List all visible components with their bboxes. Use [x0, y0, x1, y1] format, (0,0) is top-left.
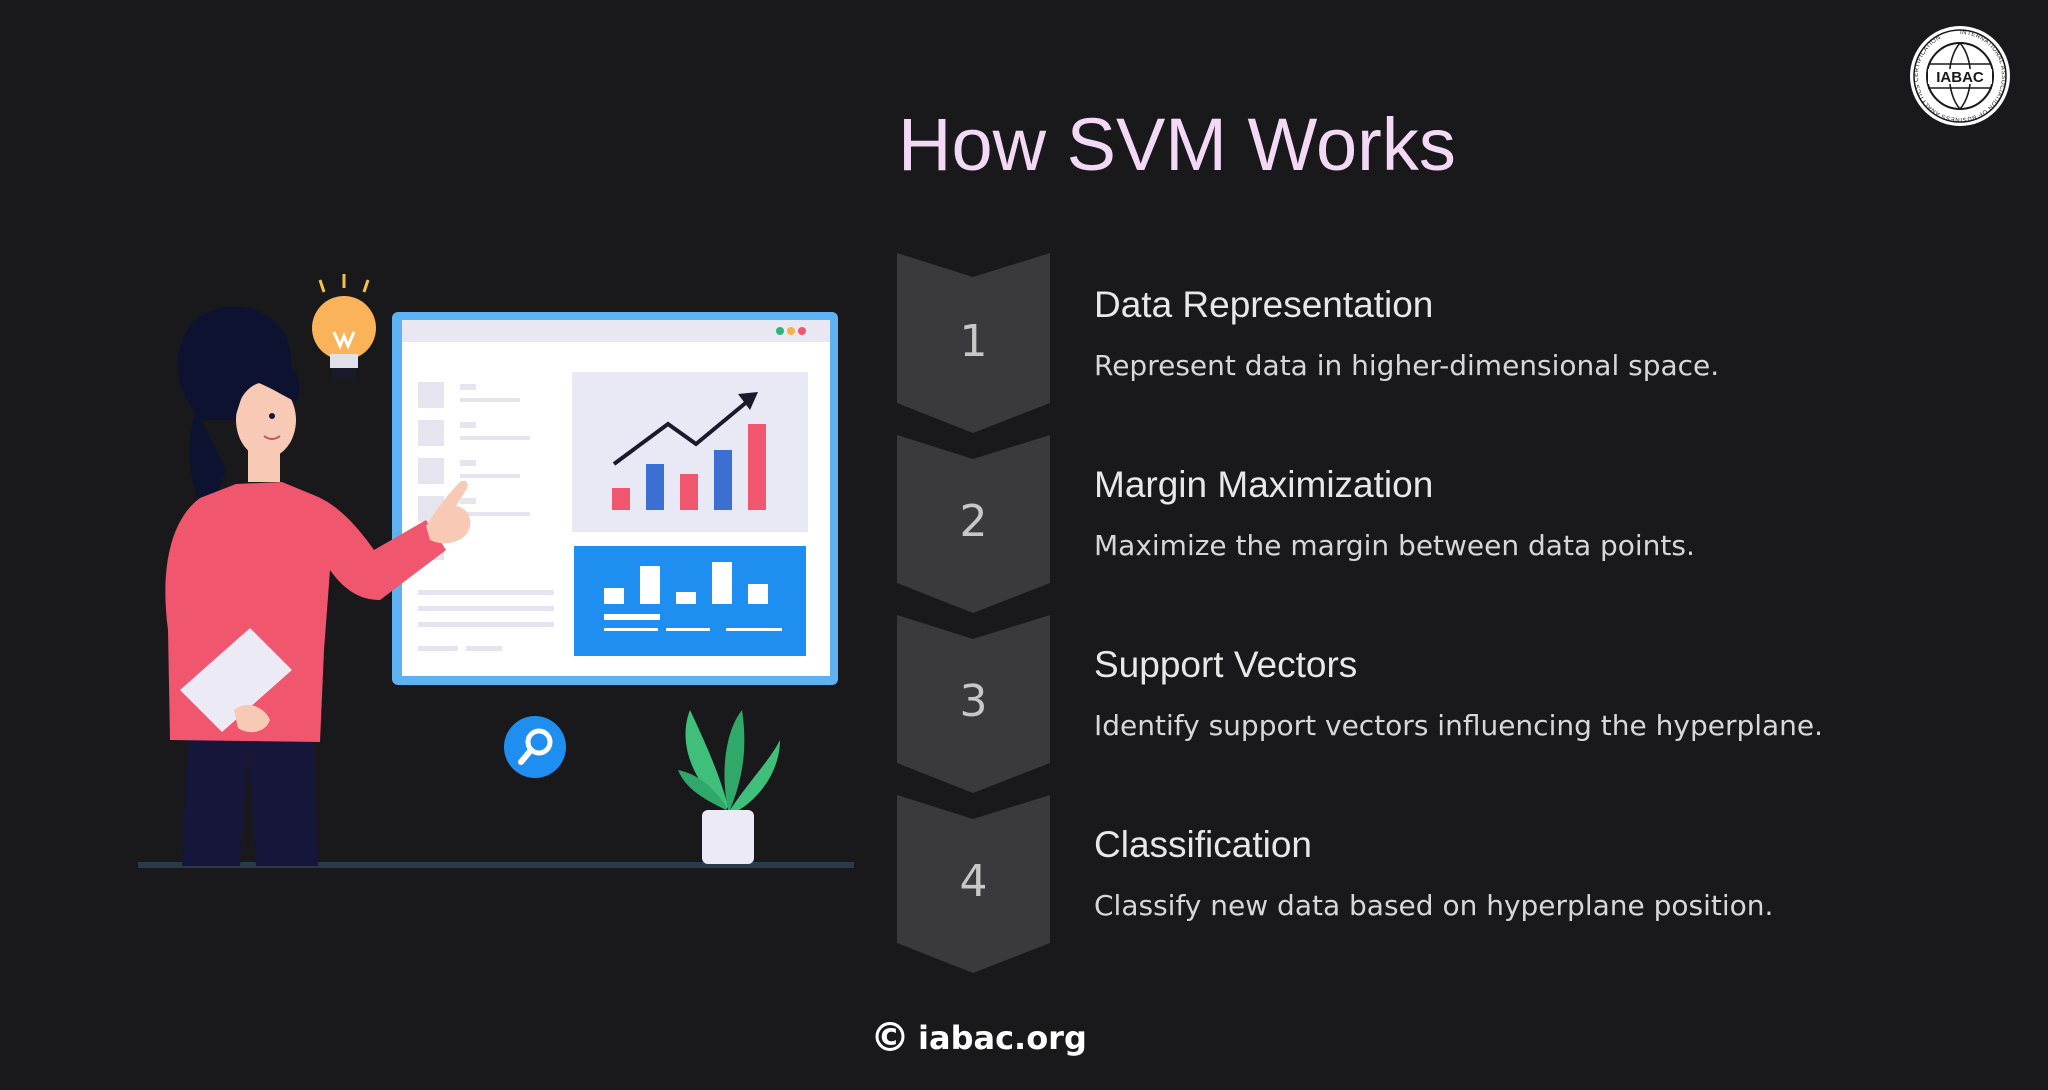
step-description: Identify support vectors influencing the… [1094, 709, 1824, 742]
chevron-1 [897, 253, 1050, 433]
step-number: 2 [959, 496, 988, 547]
step-number: 4 [959, 856, 988, 907]
step-title: Margin Maximization [1094, 464, 1434, 505]
floor-line [138, 862, 854, 868]
step-title: Classification [1094, 824, 1312, 865]
step-number: 1 [959, 316, 988, 367]
chevron-3 [897, 615, 1050, 793]
step-chevrons [897, 253, 1050, 973]
step-description: Represent data in higher-dimensional spa… [1094, 349, 1720, 382]
footer: © iabac.org [870, 1018, 1087, 1058]
lightbulb-icon [312, 274, 376, 378]
svg-text:IABAC: IABAC [1936, 69, 1984, 86]
step-description: Classify new data based on hyperplane po… [1094, 889, 1774, 922]
step-title: Data Representation [1094, 284, 1434, 325]
copyright-icon: © [870, 1015, 910, 1061]
presenter-figure [165, 306, 471, 866]
step-description: Maximize the margin between data points. [1094, 529, 1695, 562]
slide-title: How SVM Works [898, 103, 1456, 186]
presentation-illustration [138, 274, 854, 868]
iabac-logo: IABAC INTERNATIONAL ASSOCIATION OF BUSIN… [1910, 26, 2010, 126]
search-icon [504, 716, 566, 778]
step-number: 3 [959, 676, 988, 727]
footer-site: iabac.org [918, 1019, 1087, 1057]
chevron-4 [897, 795, 1050, 973]
chevron-2 [897, 435, 1050, 613]
potted-plant [678, 710, 780, 864]
step-title: Support Vectors [1094, 644, 1358, 685]
